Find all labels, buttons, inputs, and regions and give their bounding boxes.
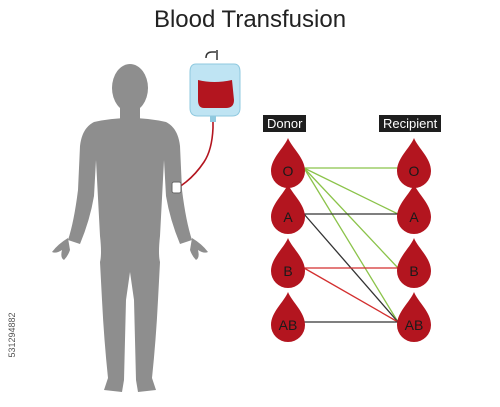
compatibility-lines bbox=[303, 167, 399, 323]
recipient-drop-shape bbox=[397, 138, 431, 188]
donor-label: Donor bbox=[263, 115, 307, 132]
recipient-label: Recipient bbox=[379, 115, 442, 132]
compat-line-b-to-ab bbox=[303, 267, 399, 323]
donor-drop-label: AB bbox=[279, 317, 298, 333]
recipient-drop-label: B bbox=[409, 263, 418, 279]
recipient-drop-label: AB bbox=[405, 317, 424, 333]
donor-drop-label: A bbox=[283, 209, 293, 225]
watermark-id: 531294882 bbox=[7, 312, 17, 358]
compat-line-o-to-b bbox=[303, 167, 399, 269]
blood-bag bbox=[189, 50, 241, 122]
donor-drop-b: B bbox=[271, 238, 305, 288]
arm-catheter bbox=[171, 181, 182, 194]
donor-drop-label: O bbox=[283, 163, 294, 179]
recipient-drop-shape bbox=[397, 292, 431, 342]
donor-drop-shape bbox=[271, 238, 305, 288]
recipient-drop-label: A bbox=[409, 209, 419, 225]
recipient-drop-shape bbox=[397, 184, 431, 234]
donor-drop-a: A bbox=[271, 184, 305, 234]
compat-line-o-to-a bbox=[303, 167, 399, 215]
recipient-drop-b: B bbox=[397, 238, 431, 288]
donor-drop-shape bbox=[271, 184, 305, 234]
recipient-drop-label: O bbox=[409, 163, 420, 179]
donor-drop-shape bbox=[271, 292, 305, 342]
donor-drop-shape bbox=[271, 138, 305, 188]
donor-drop-o: O bbox=[271, 138, 305, 188]
recipient-drop-o: O bbox=[397, 138, 431, 188]
compat-line-o-to-ab bbox=[303, 167, 399, 323]
human-silhouette bbox=[52, 64, 208, 392]
recipient-drop-shape bbox=[397, 238, 431, 288]
recipient-drop-a: A bbox=[397, 184, 431, 234]
iv-tube bbox=[177, 116, 214, 189]
donor-drop-label: B bbox=[283, 263, 292, 279]
page-title: Blood Transfusion bbox=[153, 6, 347, 33]
recipient-drop-ab: AB bbox=[397, 292, 431, 342]
donor-drop-ab: AB bbox=[271, 292, 305, 342]
